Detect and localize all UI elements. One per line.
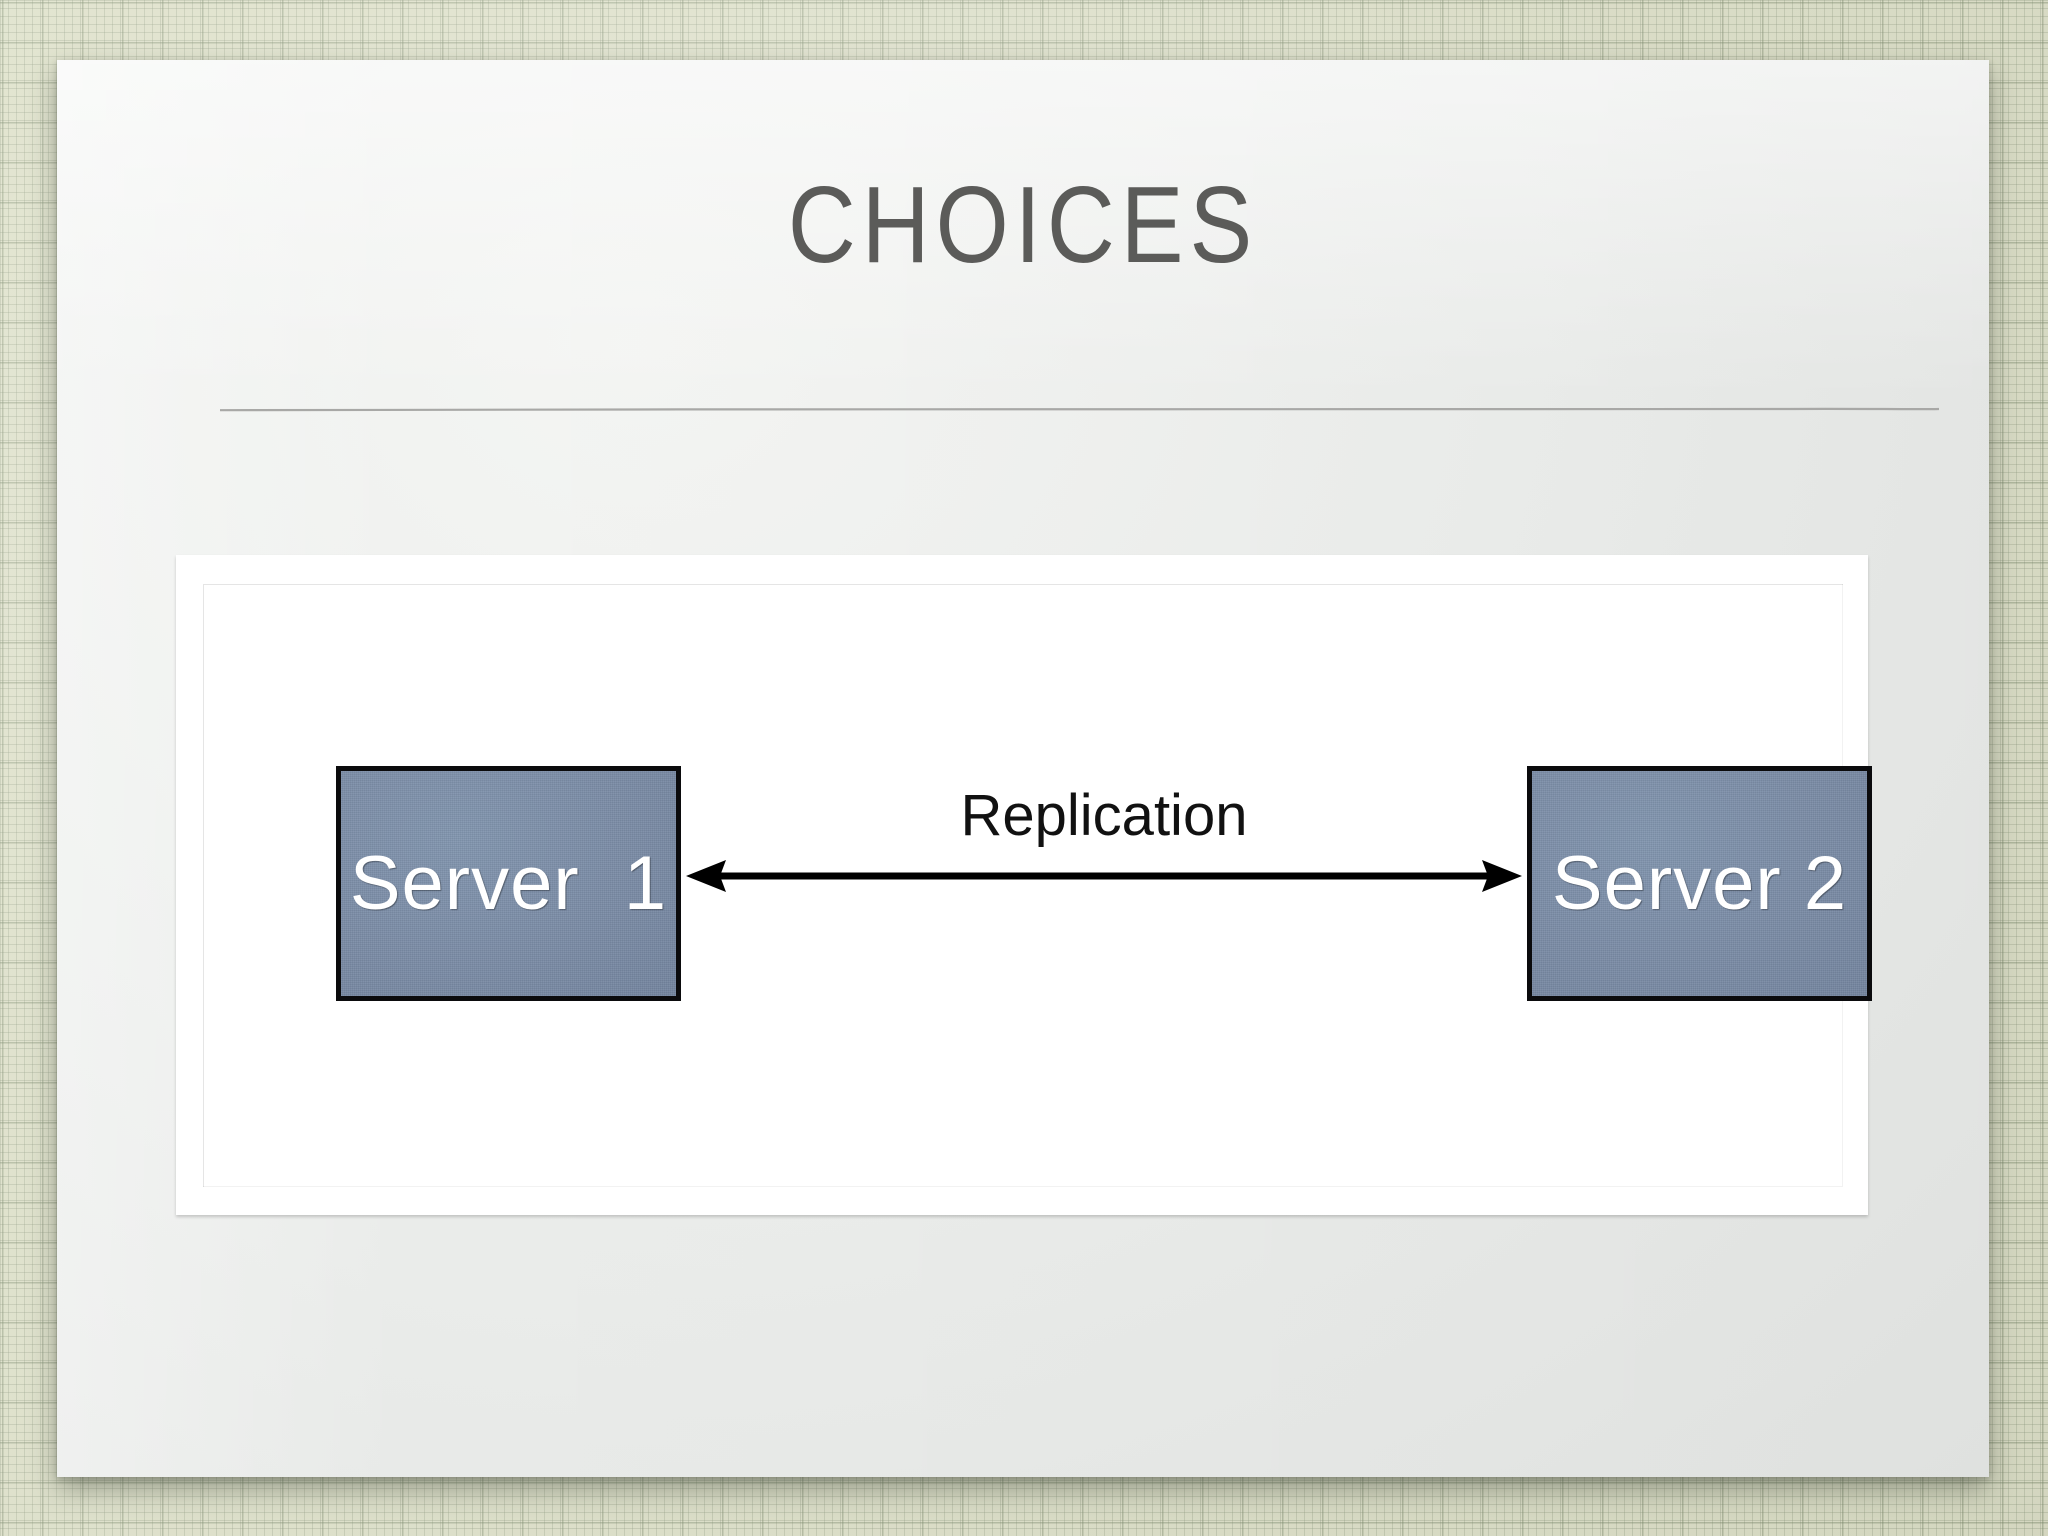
slide-card: CHOICES Server 1 Replication Server 2: [57, 60, 1989, 1477]
page-title: CHOICES: [787, 163, 1259, 286]
diagram-photo-frame: Server 1 Replication Server 2: [176, 555, 1872, 1215]
diagram-node-server-1-label: Server 1: [349, 841, 668, 926]
diagram-node-server-1[interactable]: Server 1: [336, 766, 681, 1001]
title-divider: [220, 404, 1939, 414]
diagram-node-server-2-label: Server 2: [1551, 841, 1848, 926]
replication-arrow-icon: [686, 852, 1522, 900]
diagram-node-server-2[interactable]: Server 2: [1527, 766, 1872, 1001]
diagram-canvas: Server 1 Replication Server 2: [203, 584, 1872, 1187]
connector-label-replication: Replication: [960, 783, 1248, 848]
